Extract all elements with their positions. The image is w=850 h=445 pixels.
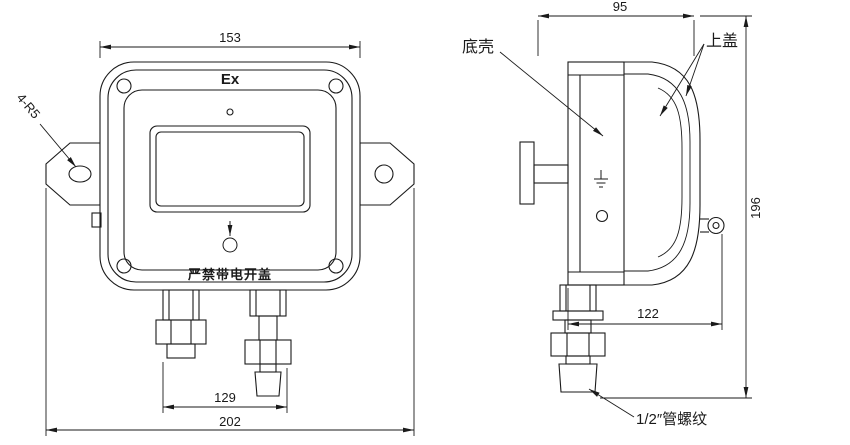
dim-depth-top-lines (537, 13, 695, 56)
front-enclosure-outline (99, 61, 361, 291)
cover-screw-indicator (222, 221, 238, 253)
cable-gland-left (155, 289, 207, 359)
display-window (149, 125, 311, 213)
side-shell (567, 61, 625, 286)
shell-hole (595, 209, 609, 223)
label-pipe-thread: 1/2″管螺纹 (636, 411, 707, 428)
dim-corner-radius: 4-R5 (14, 90, 44, 121)
warning-text: 严禁带电开盖 (187, 267, 272, 282)
dim-overall-width: 202 (219, 414, 241, 429)
dim-height-overall-lines (600, 15, 752, 399)
top-pilot-hole (226, 108, 234, 116)
dim-height-overall: 196 (748, 197, 763, 219)
front-view (45, 61, 415, 397)
mounting-bracket-left (45, 142, 101, 206)
bracket-hole-right (374, 164, 394, 184)
side-view (519, 61, 725, 393)
cable-gland-right (244, 289, 292, 397)
dim-overall-width-lines (45, 188, 415, 436)
label-bottom-shell: 底壳 (462, 38, 494, 56)
leader-pipe-thread (588, 388, 635, 418)
dim-depth-body: 122 (637, 306, 659, 321)
dim-width-top: 153 (219, 30, 241, 45)
corner-screws (116, 78, 344, 274)
leader-corner-radius (39, 123, 77, 168)
dim-gland-spacing-lines (162, 362, 288, 413)
front-dimensions (39, 41, 415, 436)
side-tab (91, 212, 102, 228)
lock-tab (700, 216, 725, 235)
side-cable-gland (550, 284, 606, 393)
dim-gland-spacing: 129 (214, 390, 236, 405)
dim-width-top-lines (99, 41, 361, 58)
ground-symbol-icon (594, 170, 608, 188)
side-mounting-bracket (519, 141, 569, 205)
mounting-bracket-right (359, 142, 415, 206)
leader-top-cover (659, 43, 705, 117)
side-dimensions (499, 13, 752, 418)
leader-bottom-shell (499, 51, 604, 137)
bracket-hole-left (68, 165, 92, 183)
ex-marking: Ex (221, 71, 240, 88)
side-cover (624, 61, 701, 286)
label-top-cover: 上盖 (706, 32, 738, 50)
dim-depth-body-lines (567, 234, 723, 330)
dim-depth-top: 95 (613, 0, 627, 14)
